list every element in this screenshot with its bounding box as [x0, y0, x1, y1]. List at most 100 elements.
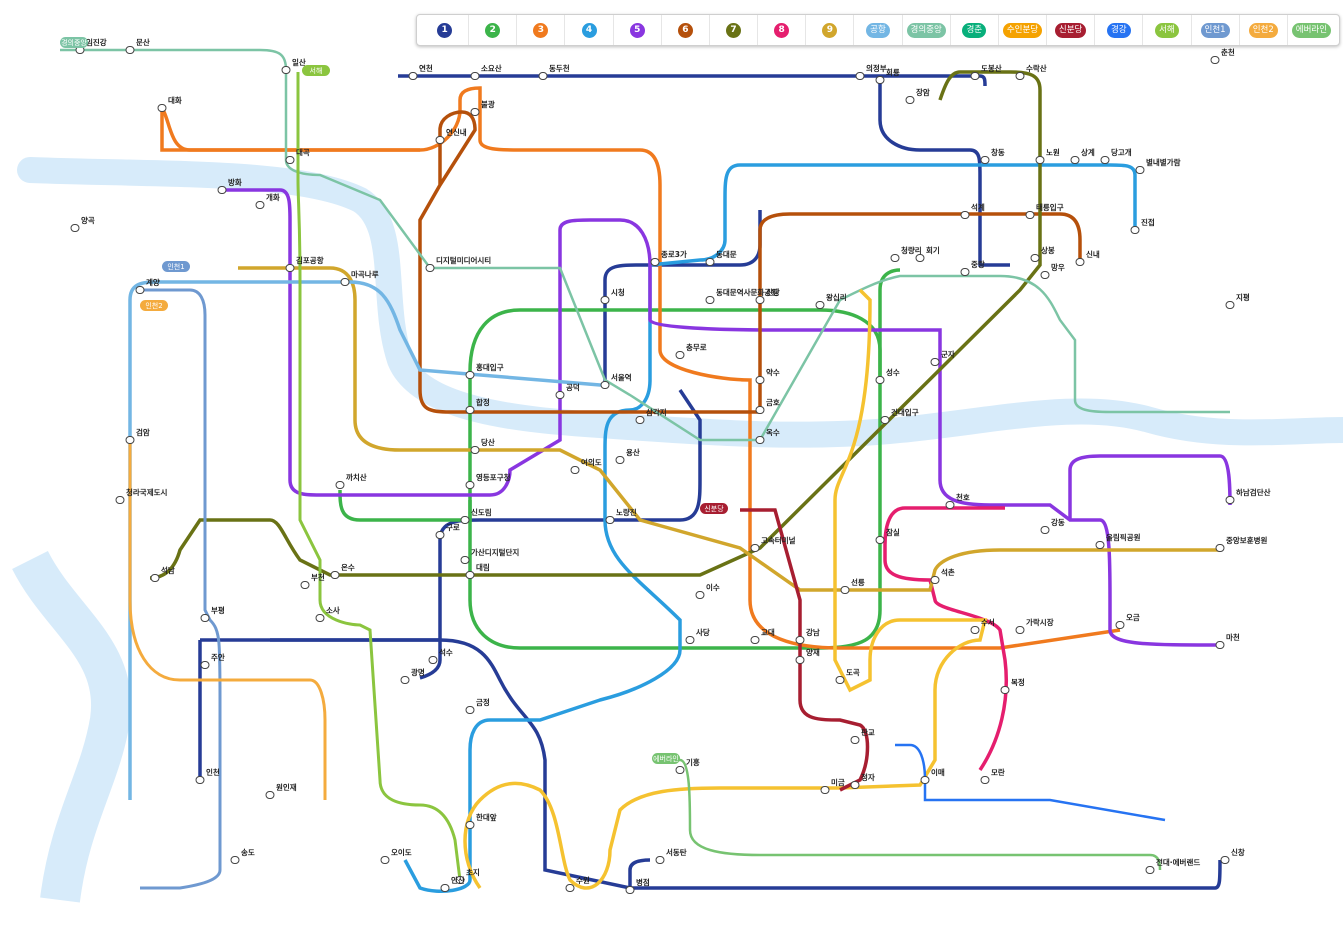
legend-item-4[interactable]: 4: [565, 15, 614, 45]
station-name[interactable]: 동두천: [549, 63, 570, 73]
station-marker[interactable]: [625, 886, 635, 894]
station-name[interactable]: 미금: [831, 777, 845, 787]
legend-item-5[interactable]: 5: [614, 15, 662, 45]
station-marker[interactable]: [435, 136, 445, 144]
station-name[interactable]: 원인재: [276, 782, 297, 792]
station-marker[interactable]: [835, 676, 845, 684]
station-marker[interactable]: [1015, 626, 1025, 634]
station-marker[interactable]: [330, 571, 340, 579]
station-marker[interactable]: [980, 156, 990, 164]
station-name[interactable]: 강동: [1051, 517, 1065, 527]
station-marker[interactable]: [840, 586, 850, 594]
station-name[interactable]: 안산: [451, 875, 465, 885]
legend-item-10[interactable]: 공항: [854, 15, 903, 45]
station-name[interactable]: 초지: [466, 867, 480, 877]
station-marker[interactable]: [135, 286, 145, 294]
station-name[interactable]: 모란: [991, 767, 1005, 777]
station-name[interactable]: 교대: [761, 627, 775, 637]
station-name[interactable]: 온수: [341, 563, 355, 572]
station-name[interactable]: 영등포구청: [476, 472, 511, 482]
station-name[interactable]: 임진강: [86, 37, 107, 47]
station-marker[interactable]: [655, 856, 665, 864]
station-marker[interactable]: [1225, 496, 1235, 504]
station-name[interactable]: 종로3가: [661, 249, 687, 259]
station-marker[interactable]: [675, 351, 685, 359]
station-name[interactable]: 구로: [446, 523, 460, 532]
station-marker[interactable]: [615, 456, 625, 464]
station-marker[interactable]: [755, 436, 765, 444]
station-marker[interactable]: [1130, 226, 1140, 234]
station-marker[interactable]: [1040, 526, 1050, 534]
station-name[interactable]: 수서: [981, 617, 995, 627]
station-marker[interactable]: [340, 278, 350, 286]
legend-item-1[interactable]: 1: [421, 15, 470, 45]
station-name[interactable]: 오이도: [391, 847, 412, 857]
station-name[interactable]: 홍대입구: [476, 362, 504, 372]
station-name[interactable]: 춘천: [1221, 47, 1235, 57]
station-marker[interactable]: [435, 531, 445, 539]
station-name[interactable]: 부평: [211, 605, 225, 615]
station-name[interactable]: 중앙보훈병원: [1226, 535, 1267, 545]
station-name[interactable]: 양재: [806, 647, 820, 657]
station-marker[interactable]: [465, 821, 475, 829]
station-name[interactable]: 가락시장: [1026, 617, 1054, 627]
station-name[interactable]: 장암: [916, 87, 930, 97]
station-marker[interactable]: [980, 776, 990, 784]
station-name[interactable]: 신내: [1086, 249, 1100, 259]
station-name[interactable]: 서동탄: [666, 847, 687, 857]
station-name[interactable]: 석수: [439, 647, 453, 657]
station-marker[interactable]: [755, 296, 765, 304]
station-name[interactable]: 오금: [1126, 613, 1140, 622]
station-marker[interactable]: [875, 376, 885, 384]
station-name[interactable]: 올림픽공원: [1106, 532, 1141, 542]
station-marker[interactable]: [335, 481, 345, 489]
station-marker[interactable]: [1220, 856, 1230, 864]
station-marker[interactable]: [408, 72, 418, 80]
station-name[interactable]: 의정부: [866, 63, 887, 73]
station-marker[interactable]: [470, 108, 480, 116]
station-marker[interactable]: [255, 201, 265, 209]
station-name[interactable]: 대곡: [296, 147, 310, 157]
station-marker[interactable]: [460, 516, 470, 524]
station-name[interactable]: 상계: [1081, 147, 1095, 157]
station-name[interactable]: 회룡: [886, 67, 900, 77]
legend-item-17[interactable]: 인천1: [1192, 15, 1240, 45]
station-marker[interactable]: [600, 296, 610, 304]
station-name[interactable]: 양곡: [81, 215, 95, 225]
station-marker[interactable]: [1145, 866, 1155, 874]
station-name[interactable]: 광명: [411, 667, 425, 677]
station-marker[interactable]: [850, 736, 860, 744]
station-marker[interactable]: [675, 766, 685, 774]
legend-item-16[interactable]: 서해: [1143, 15, 1192, 45]
station-marker[interactable]: [1215, 544, 1225, 552]
station-name[interactable]: 까치산: [346, 472, 367, 482]
station-marker[interactable]: [217, 186, 227, 194]
station-name[interactable]: 석남: [161, 565, 175, 575]
legend-item-9[interactable]: 9: [806, 15, 855, 45]
station-marker[interactable]: [400, 676, 410, 684]
station-name[interactable]: 계양: [146, 277, 160, 287]
station-name[interactable]: 별내별가람: [1146, 157, 1181, 167]
station-marker[interactable]: [1215, 641, 1225, 649]
station-name[interactable]: 회기: [926, 245, 940, 255]
station-marker[interactable]: [905, 96, 915, 104]
station-name[interactable]: 주안: [211, 652, 225, 662]
station-marker[interactable]: [1095, 541, 1105, 549]
station-name[interactable]: 선릉: [851, 577, 865, 587]
station-marker[interactable]: [157, 104, 167, 112]
station-marker[interactable]: [1075, 258, 1085, 266]
station-marker[interactable]: [1115, 621, 1125, 629]
station-name[interactable]: 노원: [1046, 147, 1060, 157]
station-marker[interactable]: [428, 656, 438, 664]
station-name[interactable]: 판교: [861, 727, 875, 737]
station-marker[interactable]: [150, 574, 160, 582]
station-name[interactable]: 당산: [481, 437, 495, 447]
station-marker[interactable]: [315, 614, 325, 622]
station-name[interactable]: 디지털미디어시티: [436, 255, 491, 265]
station-marker[interactable]: [285, 264, 295, 272]
station-name[interactable]: 부천: [311, 572, 325, 582]
station-name[interactable]: 이매: [931, 767, 945, 777]
station-marker[interactable]: [265, 791, 275, 799]
station-name[interactable]: 도곡: [846, 668, 860, 677]
station-name[interactable]: 문산: [136, 37, 150, 47]
